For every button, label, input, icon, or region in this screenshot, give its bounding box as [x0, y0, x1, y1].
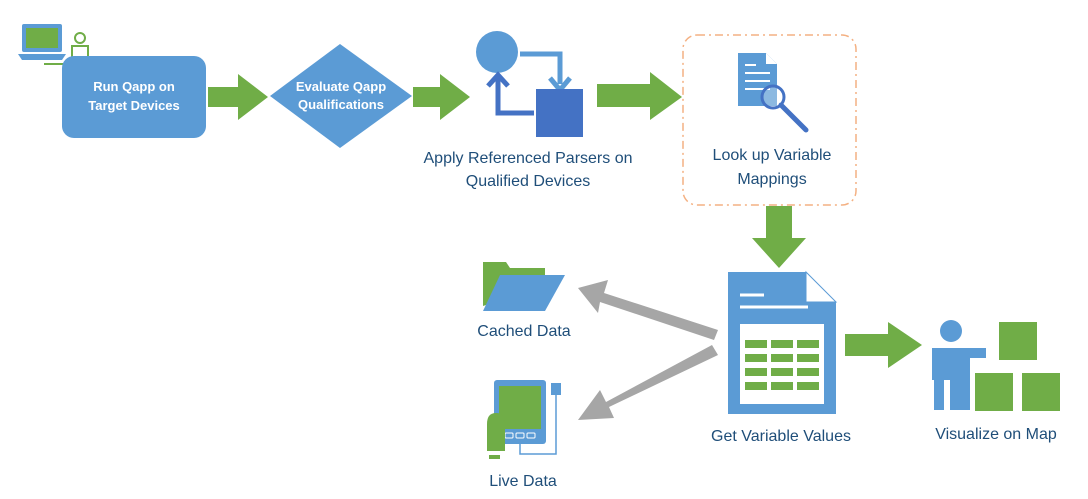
step-lookup-variable-mappings: Look up Variable Mappings	[682, 34, 857, 206]
arrow-right-3	[597, 72, 682, 120]
apply-parsers-line1: Apply Referenced Parsers on	[424, 150, 633, 167]
run-qapp-line2: Target Devices	[88, 98, 180, 113]
arrow-right-4	[845, 322, 922, 368]
lookup-line1: Look up Variable	[713, 147, 832, 164]
lookup-line2: Mappings	[737, 171, 806, 188]
arrow-to-live-data	[578, 345, 718, 420]
apply-parsers-line2: Qualified Devices	[466, 173, 591, 190]
document-search-icon	[738, 53, 809, 133]
folder-icon	[483, 262, 565, 311]
step-evaluate-qualifications: Evaluate Qapp Qualifications	[270, 44, 412, 148]
arrow-right-2	[413, 74, 470, 120]
spreadsheet-document-icon	[728, 270, 838, 414]
visualize-label: Visualize on Map	[935, 426, 1057, 443]
get-values-label: Get Variable Values	[711, 428, 851, 445]
evaluate-line2: Qualifications	[298, 97, 384, 112]
device-usb-icon	[487, 380, 561, 459]
step-run-qapp: Run Qapp on Target Devices	[62, 56, 206, 138]
run-qapp-line1: Run Qapp on	[93, 79, 175, 94]
arrow-down	[752, 206, 806, 268]
live-data-label: Live Data	[489, 473, 557, 490]
cached-data-label: Cached Data	[477, 323, 570, 340]
presenter-blocks-icon	[932, 320, 1060, 411]
arrow-right-1	[208, 74, 268, 120]
evaluate-line1: Evaluate Qapp	[296, 79, 386, 94]
cycle-process-icon	[476, 31, 583, 137]
arrow-to-cached-data	[578, 280, 718, 340]
